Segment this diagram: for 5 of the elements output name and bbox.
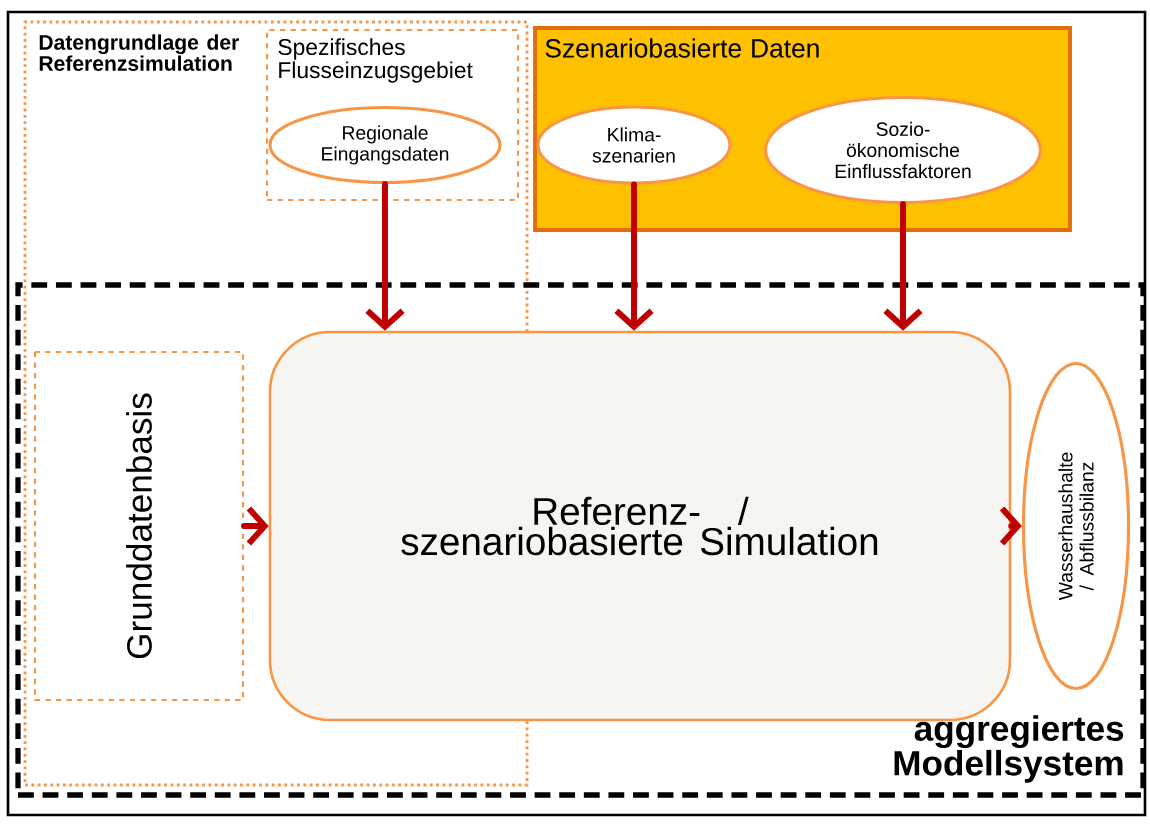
data-box: Grunddatenbasis xyxy=(33,350,245,702)
simulation-box: Referenz- / szenariobasierte Simulation xyxy=(268,330,1012,722)
arrow xyxy=(614,181,654,331)
arrow xyxy=(883,201,923,331)
arrow xyxy=(365,181,405,331)
